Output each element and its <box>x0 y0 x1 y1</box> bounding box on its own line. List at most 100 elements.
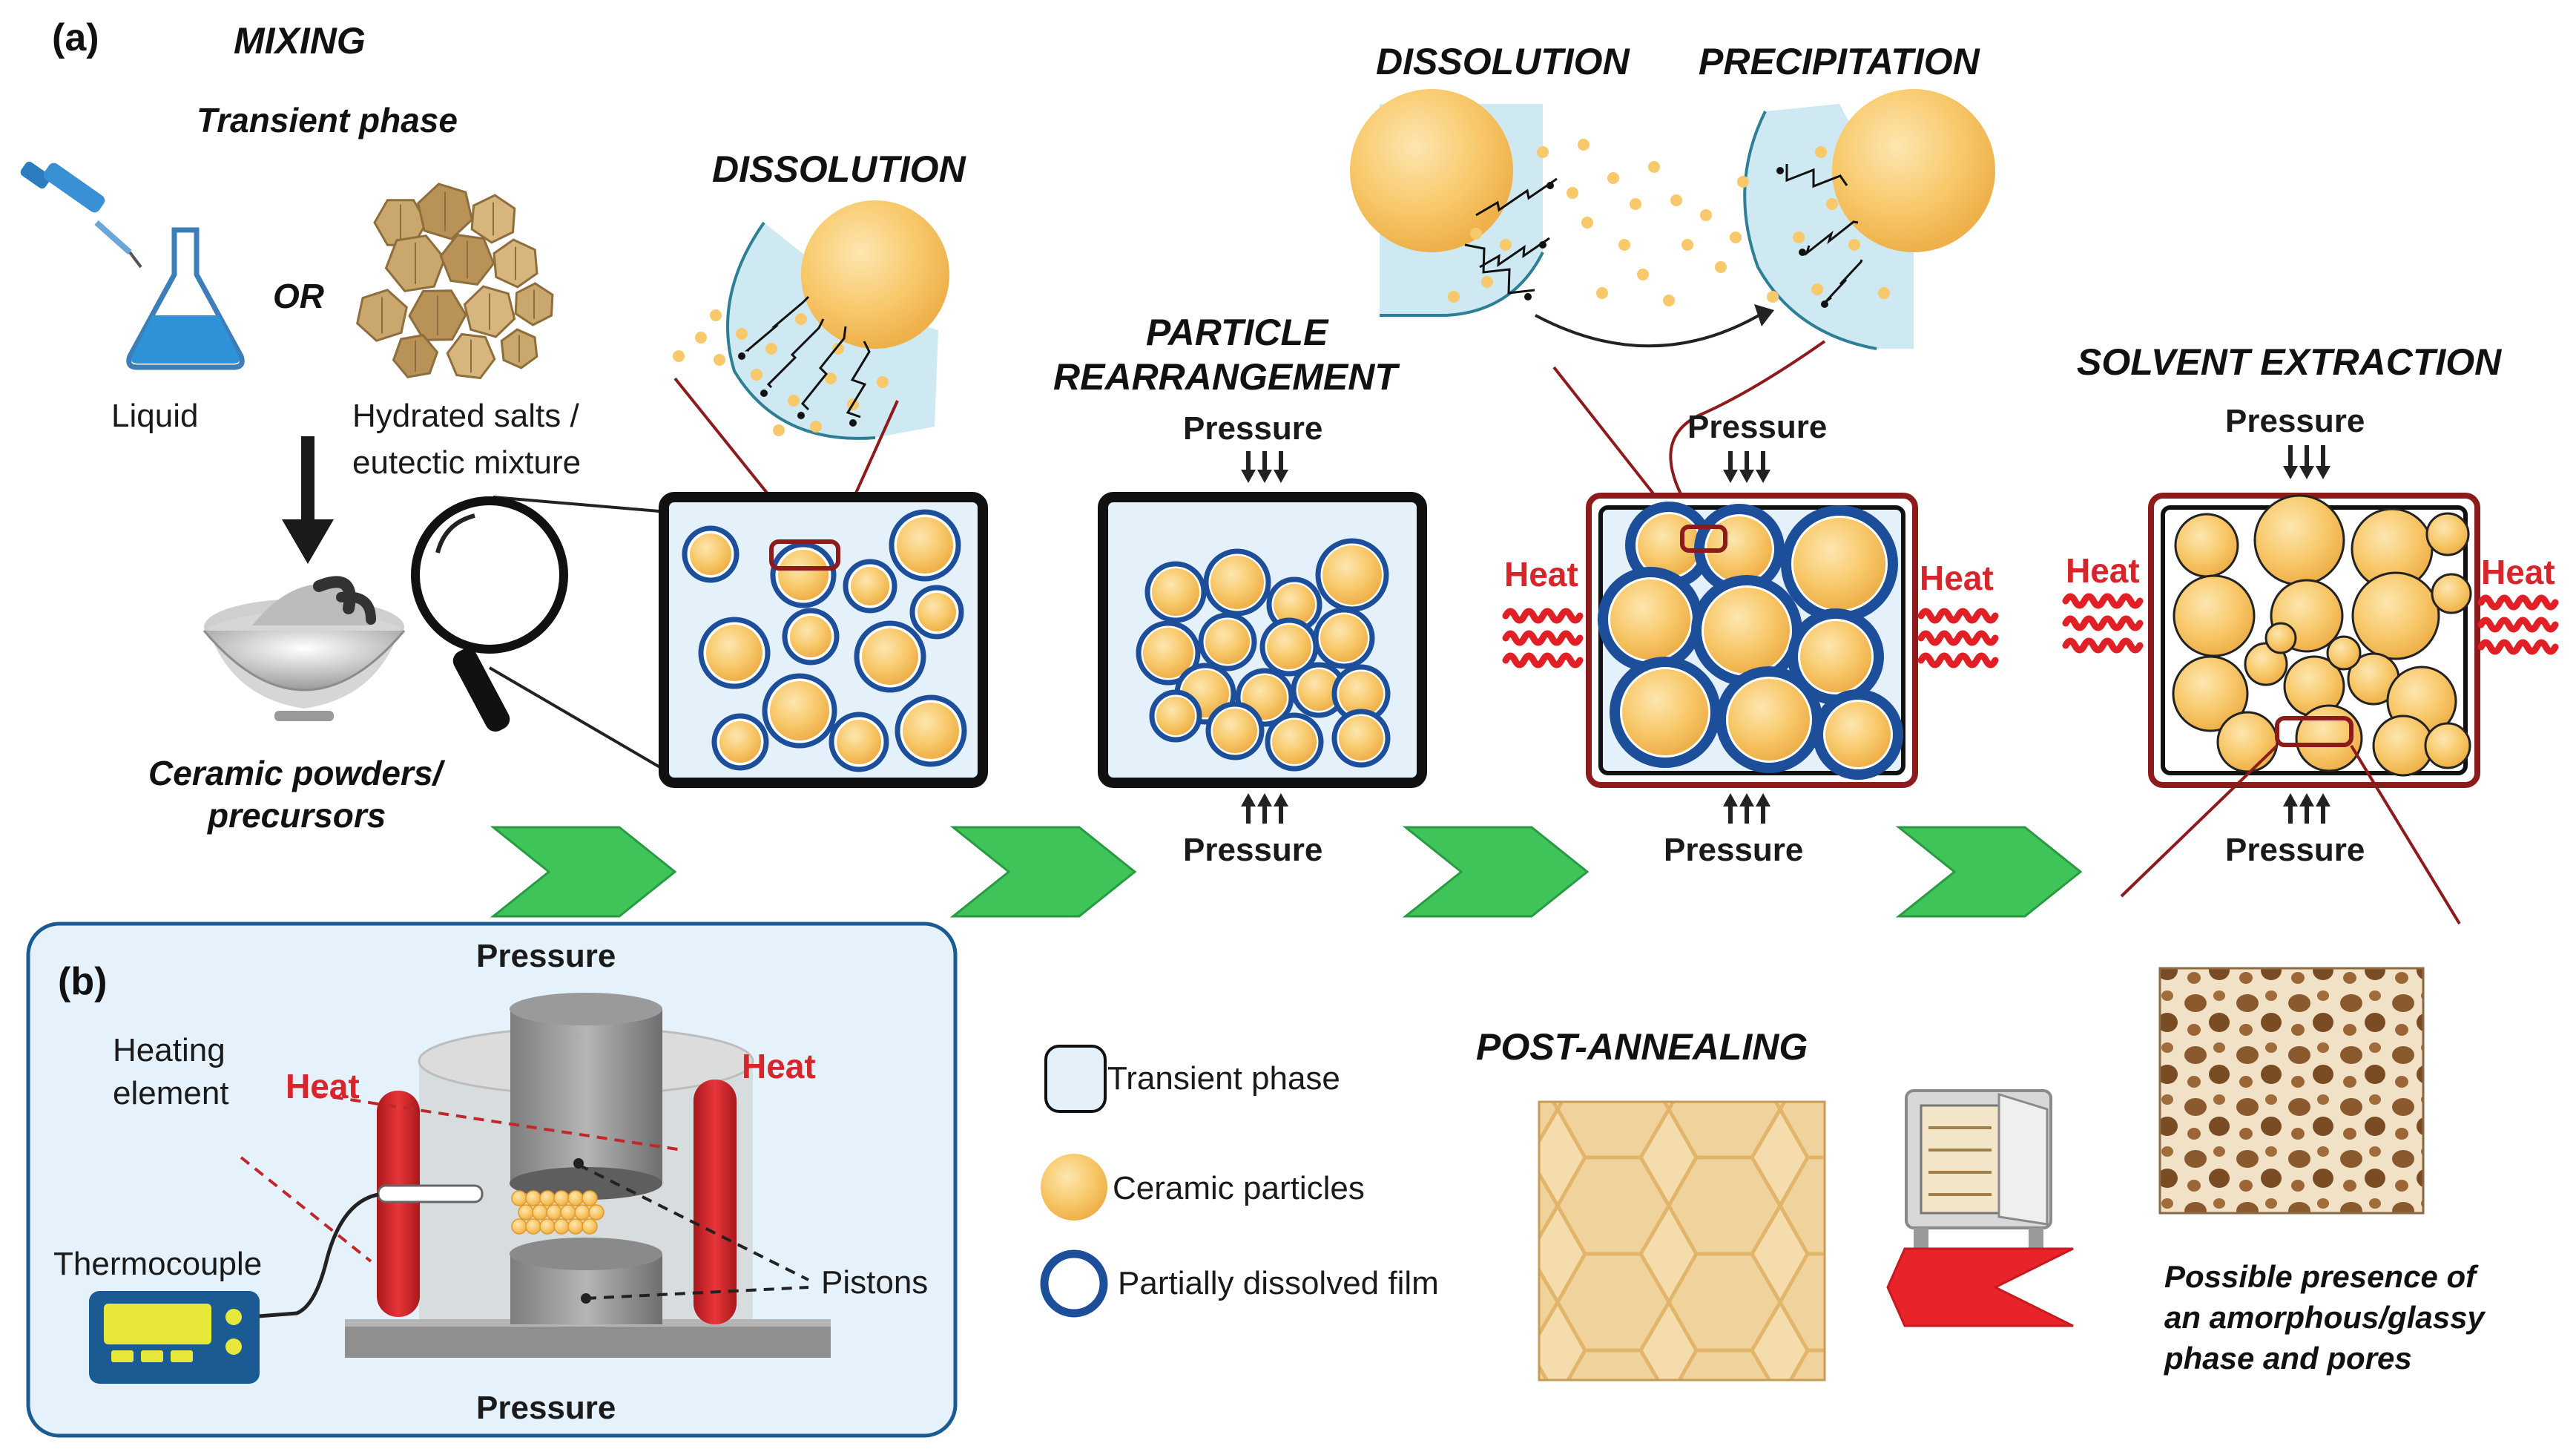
note-line-1: Possible presence of <box>2164 1259 2479 1294</box>
ceramic-powders-label-2: precursors <box>206 796 386 835</box>
precipitation-title: PRECIPITATION <box>1699 41 1980 82</box>
pressure-arrowhead <box>1274 793 1288 807</box>
dissolved-species <box>788 395 800 407</box>
sample-particle <box>574 1204 590 1221</box>
ceramic-particle <box>1205 620 1250 664</box>
dissolved-species <box>1663 295 1675 306</box>
dissolved-species <box>1811 283 1823 295</box>
heat-wave <box>1502 630 1584 646</box>
sintered-particle <box>2172 655 2249 732</box>
pressure-arrowhead <box>2299 466 2314 479</box>
rearrangement-title: REARRANGEMENT <box>1053 356 1400 398</box>
pressure-arrowhead <box>1723 793 1738 807</box>
sample-particle <box>582 1218 598 1235</box>
ceramic-particle <box>1622 669 1708 755</box>
dissolved-species <box>765 343 777 355</box>
pressure-arrowhead <box>1739 793 1754 807</box>
heating-element-label-2: element <box>113 1075 229 1111</box>
sample-particle <box>518 1204 534 1221</box>
sintered-particle <box>2326 635 2362 671</box>
diffusion-path <box>1464 243 1535 295</box>
sample-particle <box>553 1190 570 1206</box>
sample-particle <box>553 1218 570 1235</box>
ceramic-particle <box>690 533 731 575</box>
pressure-bottom-b: Pressure <box>476 1390 616 1426</box>
ceramic-particle <box>1793 518 1885 610</box>
ceramic-particle <box>1213 709 1257 753</box>
dissolved-species <box>736 328 748 340</box>
annealed-microstructure <box>1538 1100 1826 1382</box>
dissolved-species <box>1715 261 1727 273</box>
dissolution-highlight <box>769 539 840 571</box>
diffusion-arrowhead <box>1776 167 1784 174</box>
pipette-icon <box>20 161 142 269</box>
sintered-particle <box>2431 573 2472 614</box>
ceramic-particle <box>790 616 831 657</box>
sample-particle <box>582 1190 598 1206</box>
pressure-arrowhead <box>1241 793 1256 807</box>
dissolved-species <box>695 332 707 344</box>
diffusion-path <box>800 326 847 411</box>
pressure-top-b: Pressure <box>476 938 616 974</box>
panel-label-a: (a) <box>52 16 99 59</box>
legend: Transient phase Ceramic particles Partia… <box>1040 1045 1439 1318</box>
solvent-extraction-title: SOLVENT EXTRACTION <box>2077 341 2502 383</box>
ceramic-particle <box>1210 556 1264 609</box>
sample-particle <box>546 1204 562 1221</box>
ceramic-particle <box>862 628 918 685</box>
legend-partially-dissolved-film: Partially dissolved film <box>1118 1265 1439 1301</box>
ceramic-particle <box>1610 579 1690 660</box>
heat-label-3-left: Heat <box>1504 555 1578 594</box>
legend-transient-phase: Transient phase <box>1107 1060 1340 1097</box>
diffusion-path <box>744 295 810 352</box>
magnifier-icon <box>411 496 669 773</box>
pressure-bottom-2: Pressure <box>1183 832 1322 868</box>
dissolved-species <box>1481 276 1493 288</box>
mixing-title: MIXING <box>234 20 366 62</box>
glassy-phase-highlight <box>2275 716 2353 747</box>
sintered-particle <box>2351 571 2440 660</box>
dissolved-species <box>1470 228 1482 240</box>
red-return-chevron <box>1886 1247 2074 1327</box>
ceramic-particle <box>1339 671 1383 716</box>
sample-particle <box>588 1204 605 1221</box>
sintered-particle <box>2295 704 2363 772</box>
diffusion-arrowhead <box>1539 241 1546 249</box>
dissolved-species <box>795 313 807 325</box>
dissolved-species <box>1648 161 1660 173</box>
heat-wave <box>2062 593 2144 609</box>
pressure-arrowhead <box>1756 470 1770 483</box>
dissolved-species <box>1793 231 1805 243</box>
particle-layer <box>682 494 2472 780</box>
heat-wave <box>1917 608 1999 624</box>
ceramic-particle <box>1143 628 1193 678</box>
diffusion-path <box>846 341 871 418</box>
dissolved-species <box>714 354 725 366</box>
dissolved-species <box>710 309 722 321</box>
dissolved-species <box>1537 146 1549 158</box>
dissolved-species <box>825 372 837 384</box>
pressure-arrowhead <box>2283 466 2298 479</box>
dissolved-species <box>1730 231 1742 243</box>
note-line-3: phase and pores <box>2164 1341 2412 1376</box>
ceramic-particle <box>1704 588 1790 674</box>
ceramic-particle <box>1267 625 1311 669</box>
pistons-label: Pistons <box>821 1264 928 1301</box>
pressure-top-3: Pressure <box>1687 409 1827 445</box>
pressure-arrowhead <box>1739 470 1754 483</box>
ceramic-particle <box>1156 697 1195 735</box>
neck-highlight <box>1680 525 1727 553</box>
porous-microstructure <box>2158 967 2425 1215</box>
dissolved-species <box>1878 287 1890 299</box>
dissolved-species <box>1815 146 1827 158</box>
diffusion-arrowhead <box>738 352 745 360</box>
heat-wave <box>2477 594 2559 611</box>
ceramic-particle <box>1298 669 1340 711</box>
particle-title: PARTICLE <box>1146 312 1329 353</box>
green-chevron <box>490 826 677 918</box>
dissolution-precipitation-inset <box>1350 89 1995 543</box>
pressure-bottom-4: Pressure <box>2225 832 2365 868</box>
heat-wave <box>1917 652 1999 668</box>
dissolution-title-1: DISSOLUTION <box>712 148 966 190</box>
